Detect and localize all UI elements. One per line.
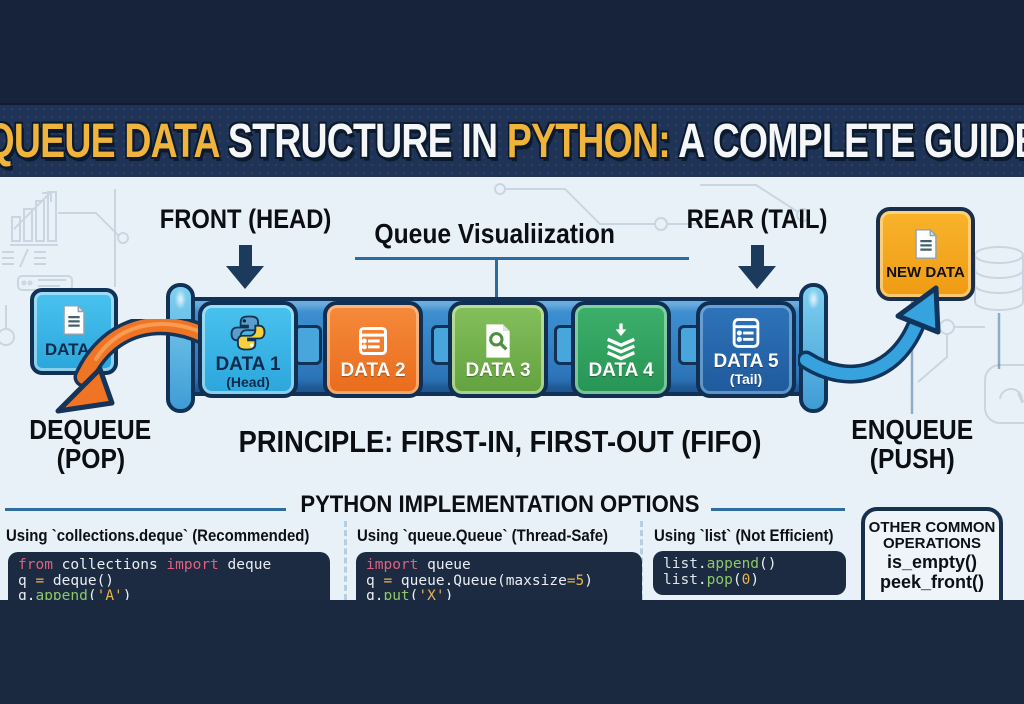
page-title: QUEUE DATA STRUCTURE IN PYTHON: A COMPLE…	[0, 114, 1024, 169]
bottom-letterbox-bar	[0, 600, 1024, 704]
slot-label: DATA 4	[588, 359, 654, 381]
new-data-label: NEW DATA	[886, 264, 965, 281]
principle-fifo-label: PRINCIPLE: FIRST-IN, FIRST-OUT (FIFO)	[238, 424, 762, 459]
rear-tail-label: REAR (TAIL)	[686, 204, 828, 234]
other-operations-title: OPERATIONS	[882, 535, 982, 552]
queue-visualization-label: Queue Visualiization	[374, 218, 616, 249]
code-line: q.append('A')	[18, 588, 132, 600]
stack-download-icon	[606, 323, 636, 360]
slot-label: DATA 5	[713, 351, 779, 372]
queue-slot-3: DATA 3	[448, 301, 548, 398]
title-part-queue-data: QUEUE DATA	[0, 114, 219, 168]
queue-connector	[294, 325, 322, 365]
front-down-arrow-icon	[226, 245, 264, 289]
code-line: q.put('X')	[366, 588, 454, 600]
python-logo-icon	[230, 315, 266, 351]
dequeue-pop-label: DEQUEUE (POP)	[29, 414, 152, 474]
slot-label: DATA 2	[340, 359, 406, 381]
code-line: q = queue.Queue(maxsize=5)	[366, 572, 594, 589]
slot-sublabel: (Head)	[226, 374, 270, 390]
slot-label: DATA 1	[215, 354, 281, 375]
queue-slot-1: DATA 1 (Head)	[198, 301, 298, 398]
operation-item: peek_front()	[879, 572, 984, 592]
column-divider	[344, 521, 347, 600]
column-heading-deque: Using `collections.deque` (Recommended)	[6, 526, 310, 545]
slot-sublabel: (Tail)	[729, 371, 763, 387]
code-line: from collections import deque	[18, 557, 272, 573]
code-line: list.pop(0)	[663, 571, 760, 588]
code-line: list.append()	[663, 556, 777, 572]
operation-item: is_empty()	[886, 552, 978, 572]
queue-front-end-cap	[166, 283, 195, 413]
queue-slot-5: DATA 5 (Tail)	[696, 301, 796, 398]
list-icon	[732, 318, 760, 348]
heading-rule-left	[5, 508, 286, 511]
title-part-python: PYTHON:	[506, 114, 671, 168]
heading-rule-right	[711, 508, 845, 511]
enqueue-push-label: ENQUEUE (PUSH)	[851, 414, 974, 474]
main-content: FRONT (HEAD) Queue Visualiization REAR (…	[0, 177, 1024, 600]
queue-rear-end-cap	[799, 283, 828, 413]
title-part-complete-guide: A COMPLETE GUIDE	[669, 114, 1024, 168]
enqueue-arrow	[798, 285, 941, 384]
queue-slot-4: DATA 4	[571, 301, 671, 398]
viz-underline	[355, 257, 689, 260]
other-operations-box: OTHER COMMON OPERATIONS is_empty() peek_…	[861, 507, 1003, 600]
code-block-list: list.append() list.pop(0)	[653, 551, 846, 595]
other-operations-title: OTHER COMMON	[868, 519, 996, 536]
title-banner: QUEUE DATA STRUCTURE IN PYTHON: A COMPLE…	[0, 103, 1024, 177]
queue-slot-2: DATA 2	[323, 301, 423, 398]
rear-down-arrow-icon	[738, 245, 776, 289]
search-document-icon	[486, 323, 510, 358]
code-block-queue: import queue q = queue.Queue(maxsize=5) …	[356, 552, 642, 600]
implementation-section-heading: PYTHON IMPLEMENTATION OPTIONS	[300, 491, 700, 518]
code-block-deque: from collections import deque q = deque(…	[8, 552, 330, 600]
code-line: q = deque()	[18, 572, 115, 589]
slot-label: DATA 3	[465, 359, 531, 381]
form-icon	[359, 326, 387, 355]
column-heading-queue: Using `queue.Queue` (Thread-Safe)	[357, 526, 609, 545]
front-head-label: FRONT (HEAD)	[159, 204, 331, 234]
title-part-structure-in: STRUCTURE IN	[218, 114, 507, 168]
column-heading-list: Using `list` (Not Efficient)	[654, 526, 834, 545]
viz-connector-line	[495, 257, 498, 300]
dequeue-arrow	[55, 319, 218, 414]
document-icon	[63, 304, 86, 335]
code-line: import queue	[366, 557, 471, 573]
top-letterbox-bar	[0, 0, 1024, 103]
document-icon	[914, 228, 938, 259]
